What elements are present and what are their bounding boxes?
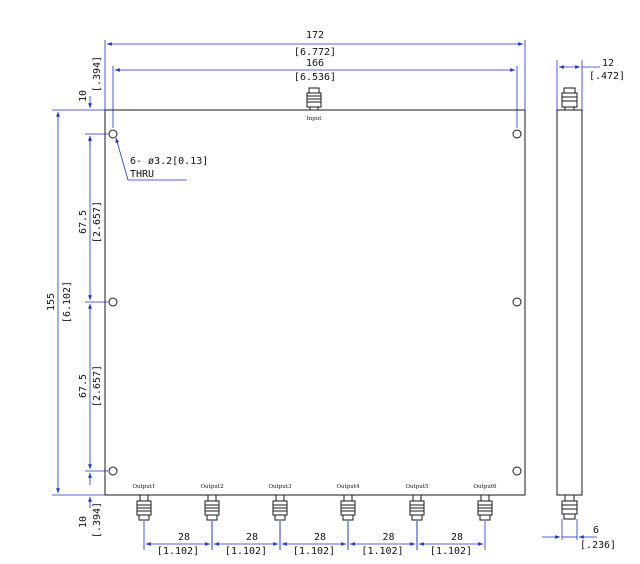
output-connector-5 [409,494,425,521]
dim-hole-span-in: [6.536] [294,72,336,83]
output-connector-6 [477,494,493,521]
output-pitch-mm-2: 28 [246,532,258,543]
dim-bottom-offset-in: [.394] [92,502,103,538]
output-connector-1 [136,494,152,521]
dim-overall-width-in: [6.772] [294,47,336,58]
hole-note-line1: 6- ø3.2[0.13] [130,156,208,167]
output-pitch-mm-1: 28 [178,532,190,543]
hole-leader [115,137,129,181]
dim-pitch-lower-in: [2.657] [92,365,103,407]
output-pitch-mm-4: 28 [382,532,394,543]
output-label-1: Output1 [132,484,155,490]
hole-mid-left [108,297,118,307]
output-connectors: Output1 Output2 Output3 Output4 Output5 Outpu… [132,484,497,521]
dim-overall-width-mm: 172 [306,30,324,41]
input-label: Input [307,116,323,122]
hole-top-right [512,129,522,139]
hole-note-line2: THRU [130,169,154,180]
extension-lines [52,40,583,540]
output-label-3: Output3 [268,484,292,490]
output-connector-3 [272,494,288,521]
hole-mid-right [512,297,522,307]
dim-pitch-upper-in: [2.657] [92,201,103,243]
hole-bottom-right [512,466,522,476]
output-pitch-in-1: [1.102] [157,546,199,557]
dim-height-in: [6.102] [62,281,73,323]
output-label-4: Output4 [336,484,360,490]
dim-top-offset-in: [.394] [92,56,103,92]
dim-side-connector-in: [.236] [580,540,616,551]
output-pitch-dimensions: 28 [1.102] 28 [1.102] 28 [1.102] 28 [1.102] 28 [1… [143,521,486,557]
dim-side-thickness-in: [.472] [589,71,625,82]
output-pitch-in-5: [1.102] [430,546,472,557]
output-label-6: Output6 [473,484,497,490]
dim-height-mm: 155 [46,293,57,311]
dim-top-offset-mm: 10 [78,90,89,102]
output-label-2: Output2 [200,484,223,490]
output-pitch-mm-3: 28 [314,532,326,543]
output-pitch-in-3: [1.102] [293,546,335,557]
main-body-outline [104,109,526,496]
input-connector [306,87,322,111]
dim-hole-span-mm: 166 [306,58,324,69]
dim-bottom-offset-mm: 10 [78,516,89,528]
side-view [556,87,583,520]
mounting-holes [108,129,522,476]
output-connector-2 [204,494,220,521]
dim-pitch-lower-mm: 67.5 [78,374,89,398]
hole-bottom-left [108,466,118,476]
output-pitch-mm-5: 28 [451,532,463,543]
output-pitch-in-4: [1.102] [361,546,403,557]
side-top-connector [561,87,578,111]
dim-pitch-upper-mm: 67.5 [78,210,89,234]
dim-side-connector-mm: 6 [593,525,599,536]
dim-side-thickness-mm: 12 [602,58,614,69]
side-bottom-connector [561,494,578,520]
output-label-5: Output5 [405,484,429,490]
hole-top-left [108,129,118,139]
output-pitch-in-2: [1.102] [225,546,267,557]
output-connector-4 [340,494,356,521]
